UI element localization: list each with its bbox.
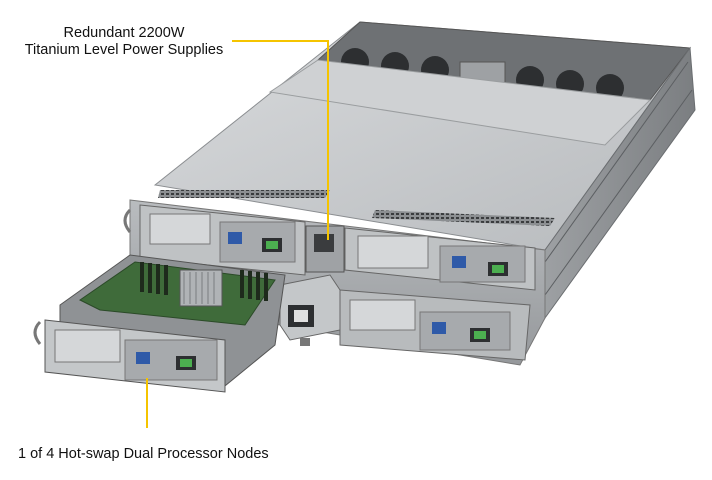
psu-callout-line [232, 40, 329, 240]
vga-port-icon [136, 352, 150, 364]
power-supply-icon [305, 225, 345, 273]
compute-node-icon [139, 204, 306, 276]
power-supply-icon [279, 274, 341, 346]
psu-callout-line2: Titanium Level Power Supplies [24, 42, 224, 58]
compute-node-icon [33, 208, 286, 393]
psu-callout-line1: Redundant 2200W [63, 25, 185, 41]
node-callout-label: 1 of 4 Hot-swap Dual Processor Nodes [18, 446, 269, 462]
server-chassis-icon [153, 21, 696, 320]
compute-node-icon [344, 227, 536, 291]
compute-node-icon [339, 289, 531, 361]
vga-port-icon [432, 322, 446, 334]
vga-port-icon [228, 232, 242, 244]
vga-port-icon [452, 256, 466, 268]
psu-callout-label: Redundant 2200W Titanium Level Power Sup… [0, 25, 248, 59]
